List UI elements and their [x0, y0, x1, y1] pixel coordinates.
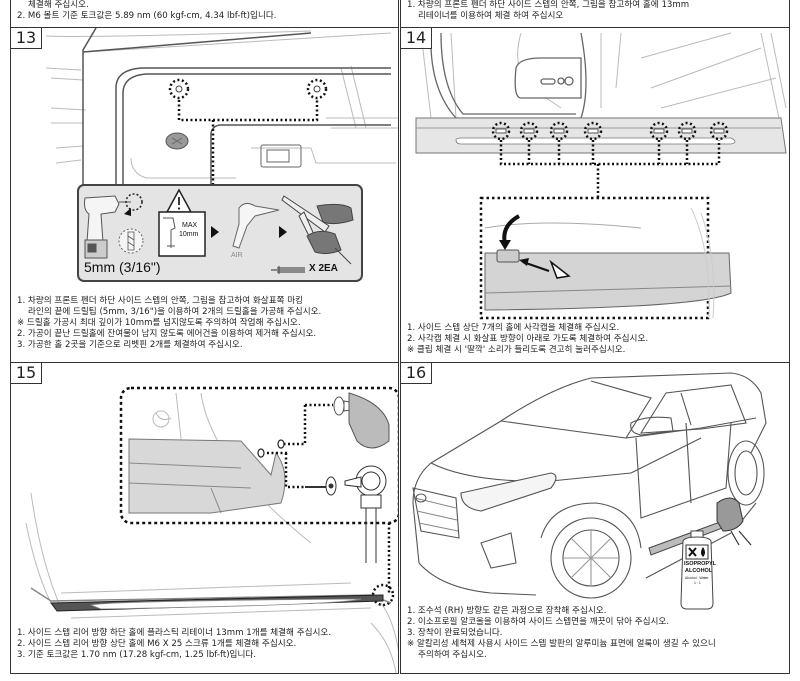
step-number: 16: [401, 363, 432, 384]
instruction-line: 2. M6 볼트 기준 토크값은 5.89 nm (60 kgf-cm, 4.3…: [17, 11, 277, 21]
clip-hole: [495, 128, 507, 134]
clip-detail-view: [479, 196, 732, 320]
instruction-line: 체결해 주십시오.: [28, 0, 89, 10]
suv-illustration: [412, 372, 767, 610]
step-number: 15: [11, 363, 42, 384]
instruction-line: 리테이너를 이용하여 체결 하여 주십시오: [418, 11, 564, 21]
clip-marker: [677, 121, 697, 141]
step-16-panel: 16: [400, 362, 790, 674]
instruction-line: 1. 차량의 프론트 펜더 하단 사이드 스텝의 안쪽, 그림을 참고하여 홀에…: [407, 0, 690, 10]
step-15-instructions: 1. 사이드 스텝 리어 방향 하단 홀에 플라스틱 리테이너 13mm 1개를…: [17, 628, 394, 661]
clip-hole: [681, 128, 693, 134]
clip-hole: [553, 128, 565, 134]
clip-markers: [491, 121, 729, 141]
arrow-right-icon: [211, 226, 219, 238]
instruction-line: 3. 가공한 홀 2곳을 기준으로 리벳핀 2개를 체결하여 주십시오.: [17, 340, 243, 350]
clip-hole: [523, 128, 535, 134]
clip-marker: [491, 121, 511, 141]
bottle-label-line1: ISOPROPYL: [684, 561, 717, 567]
instruction-line: ※ 클립 체결 시 '딸깍' 소리가 들리도록 견고히 눌러주십시오.: [407, 345, 626, 355]
instructions-right-partial: 1. 차량의 프론트 펜더 하단 사이드 스텝의 안쪽, 그림을 참고하여 홀에…: [407, 0, 785, 22]
instruction-line: 2. 가공이 끝난 드릴홀에 잔여물이 남지 않도록 에어건을 이용하여 제거해…: [17, 329, 317, 339]
wiping-hand-icon: [716, 497, 752, 546]
clip-marker: [649, 121, 669, 141]
panel-12-right-partial: 1. 차량의 프론트 펜더 하단 사이드 스텝의 안쪽, 그림을 참고하여 홀에…: [400, 0, 790, 28]
instruction-line: 2. 사이드 스텝 리어 방향 상단 홀에 M6 X 25 스크류 1개를 체결…: [17, 639, 297, 649]
instruction-line: 2. 사각캡 체결 시 화살표 방향이 아래로 가도록 체결하여 주십시오.: [407, 334, 649, 344]
instruction-line: 3. 장착이 완료되었습니다.: [407, 628, 503, 638]
instructions-left-partial: 체결해 주십시오. 2. M6 볼트 기준 토크값은 5.89 nm (60 k…: [17, 0, 394, 22]
panel-12-left-partial: 체결해 주십시오. 2. M6 볼트 기준 토크값은 5.89 nm (60 k…: [10, 0, 399, 28]
riveter-icon: [281, 195, 354, 265]
air-gun-icon: [232, 202, 280, 249]
clip-hole: [653, 128, 665, 134]
instruction-line: 1. 사이드 스텝 상단 7개의 홀에 사각캡을 체결해 주십시오.: [407, 323, 620, 333]
clip-marker: [549, 121, 569, 141]
instruction-line: 1. 조수석 (RH) 방향도 같은 과정으로 장착해 주십시오.: [407, 606, 607, 616]
drill-size-label: 5mm (3/16"): [84, 259, 161, 275]
tool-sequence-box: 5mm (3/16") MAX 10mm AIR X 2EA: [77, 184, 363, 282]
rivet-count-label: X 2EA: [309, 263, 338, 274]
rear-side-step-illustration: [25, 386, 398, 673]
step-13-instructions: 1. 차량의 프론트 펜더 하단 사이드 스텝의 안쪽, 그림을 참고하여 화살…: [17, 296, 394, 351]
square-cap-hole: [496, 249, 520, 263]
instruction-line: 라인의 끝에 드릴팁 (5mm, 3/16")을 이용하여 2개의 드릴홀을 가…: [28, 307, 322, 317]
max-depth-label: 10mm: [179, 231, 199, 238]
instruction-line: 2. 이소프로필 알코올을 이용하여 사이드 스텝면을 깨끗이 닦아 주십시오.: [407, 617, 670, 627]
clip-marker: [519, 121, 539, 141]
clip-marker: [583, 121, 603, 141]
warning-icon: [165, 188, 193, 213]
instruction-line: 1. 사이드 스텝 리어 방향 하단 홀에 플라스틱 리테이너 13mm 1개를…: [17, 628, 332, 638]
clip-hole: [587, 128, 599, 134]
instruction-line: ※ 알칼리성 세척제 사용시 사이드 스텝 발판의 알루미늄 표면에 얼룩이 생…: [407, 639, 716, 649]
detail-view-frame: [119, 386, 398, 525]
step-13-panel: 13: [10, 27, 399, 363]
isopropyl-alcohol-bottle: [680, 530, 714, 610]
step-number: 14: [401, 28, 432, 49]
clip-hole: [713, 128, 725, 134]
max-label: MAX: [182, 222, 198, 229]
step-16-instructions: 1. 조수석 (RH) 방향도 같은 과정으로 장착해 주십시오. 2. 이소프…: [407, 606, 785, 661]
drill-icon: [84, 195, 131, 259]
instruction-line: 3. 기준 토크값은 1.70 nm (17.28 kgf-cm, 1.25 l…: [17, 650, 256, 660]
leader-lines: [265, 403, 395, 607]
step-15-panel: 15: [10, 362, 399, 674]
bottle-label-line2: ALCOHOL: [685, 568, 713, 574]
rivet-icon: [271, 266, 305, 274]
instruction-line: 1. 차량의 프론트 펜더 하단 사이드 스텝의 안쪽, 그림을 참고하여 화살…: [17, 296, 304, 306]
hazard-x-icon: [688, 547, 697, 557]
drill-point-markers: [168, 78, 328, 188]
side-sill-illustration: [415, 32, 787, 320]
max-depth-box: [158, 211, 206, 257]
bottle-label-line4: 1 : 1: [694, 581, 701, 585]
socket-wrench-icon: [344, 465, 387, 563]
screw-icon: [305, 476, 337, 496]
fender-inner-illustration: [45, 28, 398, 198]
step-14-instructions: 1. 사이드 스텝 상단 7개의 홀에 사각캡을 체결해 주십시오. 2. 사각…: [407, 323, 785, 356]
arrow-right-icon: [279, 226, 287, 238]
flammable-icon: [701, 547, 705, 557]
tool-icons: [84, 188, 354, 274]
step-number: 13: [11, 28, 42, 49]
instruction-line: 주의하여 주십시오.: [418, 650, 487, 660]
clip-leader-lines: [499, 140, 721, 198]
finger-hand-icon: [348, 392, 390, 449]
square-cap-icon: [549, 259, 571, 279]
bottle-label-line3: Alcohol : Water: [685, 576, 709, 580]
step-14-panel: 14: [400, 27, 790, 363]
instruction-line: ※ 드릴홀 가공시 최대 깊이가 10mm를 넘지않도록 주의하여 작업해 주십…: [17, 318, 301, 328]
air-label: AIR: [231, 252, 243, 259]
clip-marker: [709, 121, 729, 141]
side-step-bar: [30, 587, 392, 612]
